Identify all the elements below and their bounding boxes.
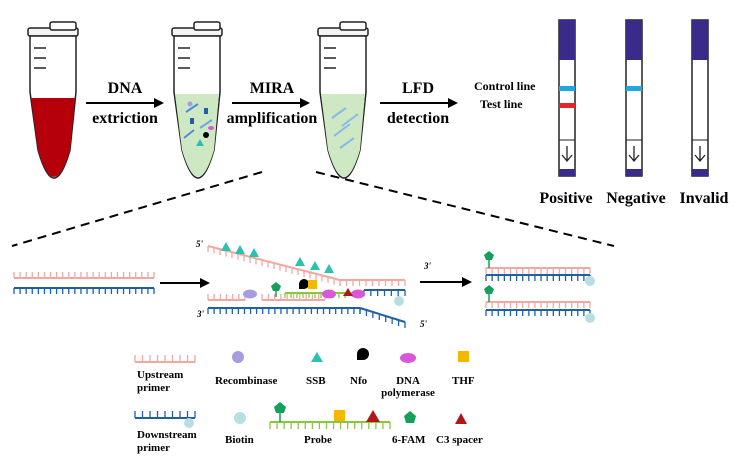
blood-sample-tube: [27, 21, 79, 179]
legend-c3-symbol: [455, 413, 467, 424]
legend-fam-label: 6-FAM: [392, 434, 426, 446]
legend-ssb-label: SSB: [306, 375, 326, 387]
legend-downstream-line2: primer: [137, 442, 170, 454]
control-line-label: Control line: [474, 79, 536, 93]
step-lfd-label: LFD: [402, 80, 434, 97]
amplified-dna-tube: [317, 21, 369, 179]
legend-nfo-symbol: [357, 348, 369, 360]
legend-recombinase-symbol: [232, 351, 244, 363]
lfd-strip-positive: [558, 19, 576, 177]
double-stranded-dna: [13, 272, 155, 294]
legend-thf-symbol: [458, 351, 469, 362]
legend: Upstream primer Downstream primer Recomb…: [134, 348, 483, 454]
legend-downstream-line1: Downstream: [137, 429, 197, 441]
legend-c3-label: C3 spacer: [436, 434, 483, 446]
legend-polymerase-line2: polymerase: [381, 387, 435, 399]
five-prime-end-label: 5': [420, 319, 428, 329]
legend-ssb-symbol: [311, 352, 323, 362]
legend-polymerase-line1: DNA: [396, 375, 420, 387]
strand-invasion-complex: 5' 3' 5': [196, 239, 428, 329]
three-prime-right-label: 3': [423, 261, 432, 271]
legend-fam-symbol: [404, 411, 416, 423]
zoom-line-right: [315, 171, 615, 247]
zoom-line-left: [11, 171, 263, 247]
amplicon-products: [484, 251, 595, 323]
three-prime-label: 3': [196, 309, 205, 319]
legend-upstream-line2: primer: [137, 382, 170, 394]
step-mira-label: MIRA: [250, 80, 295, 97]
step-extraction-label: extriction: [92, 110, 158, 127]
step-dna-label: DNA: [108, 80, 143, 97]
lfd-strip-negative: [625, 19, 643, 177]
legend-biotin-label: Biotin: [225, 434, 254, 446]
result-negative-label: Negative: [606, 190, 666, 207]
step-amplification-label: amplification: [227, 110, 318, 127]
extracted-dna-tube: [171, 21, 223, 179]
legend-recombinase-label: Recombinase: [215, 375, 277, 387]
legend-polymerase-symbol: [400, 353, 416, 363]
legend-downstream-biotin: [184, 418, 194, 428]
legend-upstream-line1: Upstream: [137, 369, 183, 381]
legend-biotin-symbol: [234, 412, 246, 424]
result-positive-label: Positive: [539, 190, 592, 207]
step-detection-label: detection: [387, 110, 449, 127]
five-prime-label: 5': [196, 239, 204, 249]
result-invalid-label: Invalid: [680, 190, 729, 207]
test-line-label: Test line: [480, 97, 523, 111]
legend-nfo-label: Nfo: [350, 375, 368, 387]
lfd-strip-invalid: [691, 19, 709, 177]
legend-probe-label: Probe: [304, 434, 332, 446]
legend-thf-label: THF: [452, 375, 475, 387]
